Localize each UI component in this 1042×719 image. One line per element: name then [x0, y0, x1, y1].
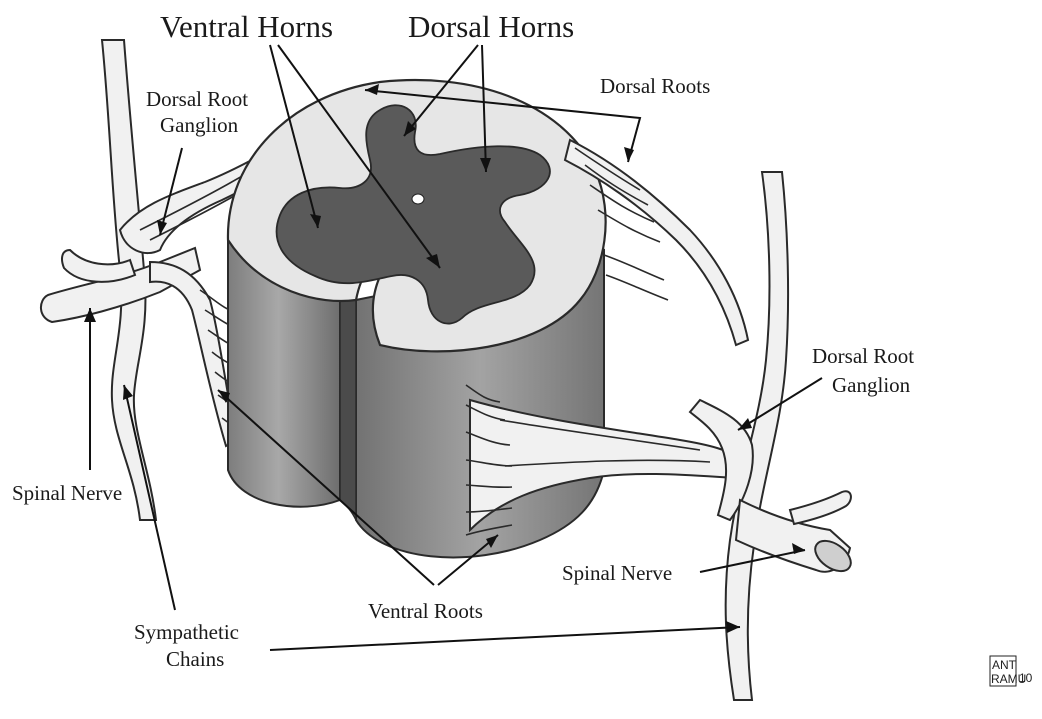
- label-spinal-nerve-left: Spinal Nerve: [12, 481, 122, 505]
- label-spinal-nerve-right: Spinal Nerve: [562, 561, 672, 585]
- label-dorsal-root-ganglion-right-line2: Ganglion: [832, 373, 911, 397]
- label-ventral-horns: Ventral Horns: [160, 9, 333, 44]
- label-dorsal-root-ganglion-left-line1: Dorsal Root: [146, 87, 248, 111]
- central-canal: [412, 194, 424, 204]
- label-sympathetic-chains-line2: Chains: [166, 647, 224, 671]
- label-dorsal-root-ganglion-right-line1: Dorsal Root: [812, 344, 914, 368]
- label-dorsal-horns: Dorsal Horns: [408, 9, 574, 44]
- label-ventral-roots: Ventral Roots: [368, 599, 483, 623]
- label-dorsal-roots: Dorsal Roots: [600, 74, 710, 98]
- signature-line1: ANT: [992, 658, 1017, 672]
- artist-signature: ANT RAMU 10: [990, 656, 1033, 686]
- label-dorsal-root-ganglion-left-line2: Ganglion: [160, 113, 239, 137]
- label-sympathetic-chains-line1: Sympathetic: [134, 620, 239, 644]
- signature-number: 10: [1019, 671, 1033, 685]
